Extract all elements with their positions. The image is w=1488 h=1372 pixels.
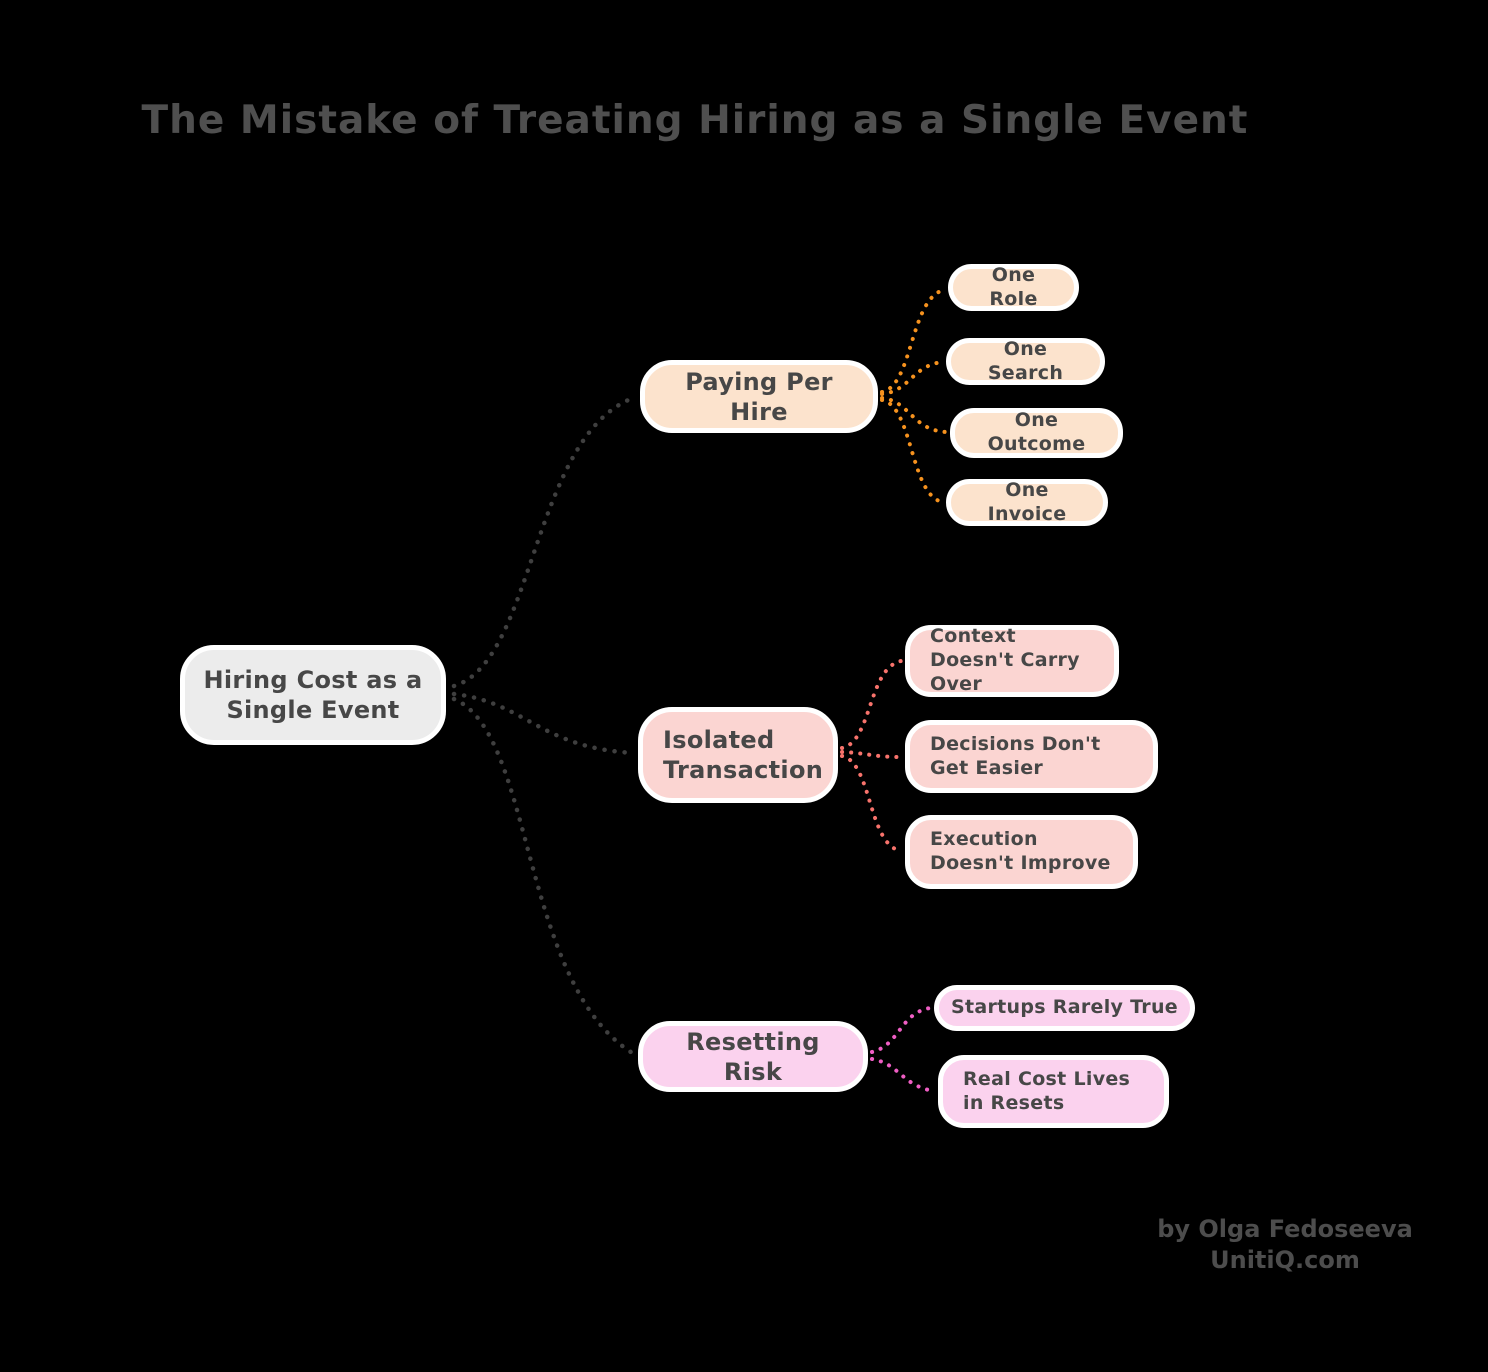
child-execution-doesnt-improve: Execution Doesn't Improve (905, 815, 1138, 889)
connector-resetting-startups (870, 1006, 932, 1054)
child-context-doesnt-carry-over: Context Doesn't Carry Over (905, 625, 1119, 697)
connector-paying-one-invoice (880, 398, 944, 504)
connector-isolated-context (840, 659, 903, 750)
connector-paying-one-role (880, 288, 946, 394)
connector-isolated-execution (840, 754, 903, 853)
child-real-cost-lives-in-resets: Real Cost Lives in Resets (938, 1055, 1169, 1128)
child-one-outcome: One Outcome (950, 408, 1123, 458)
child-one-role: One Role (948, 264, 1079, 311)
child-one-invoice: One Invoice (946, 479, 1108, 526)
root-node-hiring-cost: Hiring Cost as a Single Event (180, 645, 446, 745)
connector-root-paying (451, 394, 639, 689)
connector-paying-one-outcome (880, 396, 948, 434)
credit-site: UnitiQ.com (1210, 1246, 1360, 1275)
child-startups-rarely-true: Startups Rarely True (934, 985, 1195, 1031)
connector-isolated-decisions (840, 750, 903, 759)
connector-resetting-realcost (870, 1057, 936, 1093)
child-decisions-dont-get-easier: Decisions Don't Get Easier (905, 720, 1158, 793)
connector-root-resetting (451, 696, 637, 1057)
credit-text: by Olga Fedoseeva UnitiQ.com (1090, 1214, 1480, 1276)
connector-paying-one-search (880, 360, 944, 396)
branch-paying-per-hire: Paying Per Hire (640, 360, 878, 433)
page-title: The Mistake of Treating Hiring as a Sing… (141, 98, 1249, 143)
credit-author: by Olga Fedoseeva (1157, 1215, 1413, 1243)
branch-resetting-risk: Resetting Risk (638, 1021, 868, 1092)
connector-root-isolated (451, 691, 637, 756)
child-one-search: One Search (946, 338, 1105, 385)
branch-isolated-transaction: Isolated Transaction (638, 707, 838, 803)
